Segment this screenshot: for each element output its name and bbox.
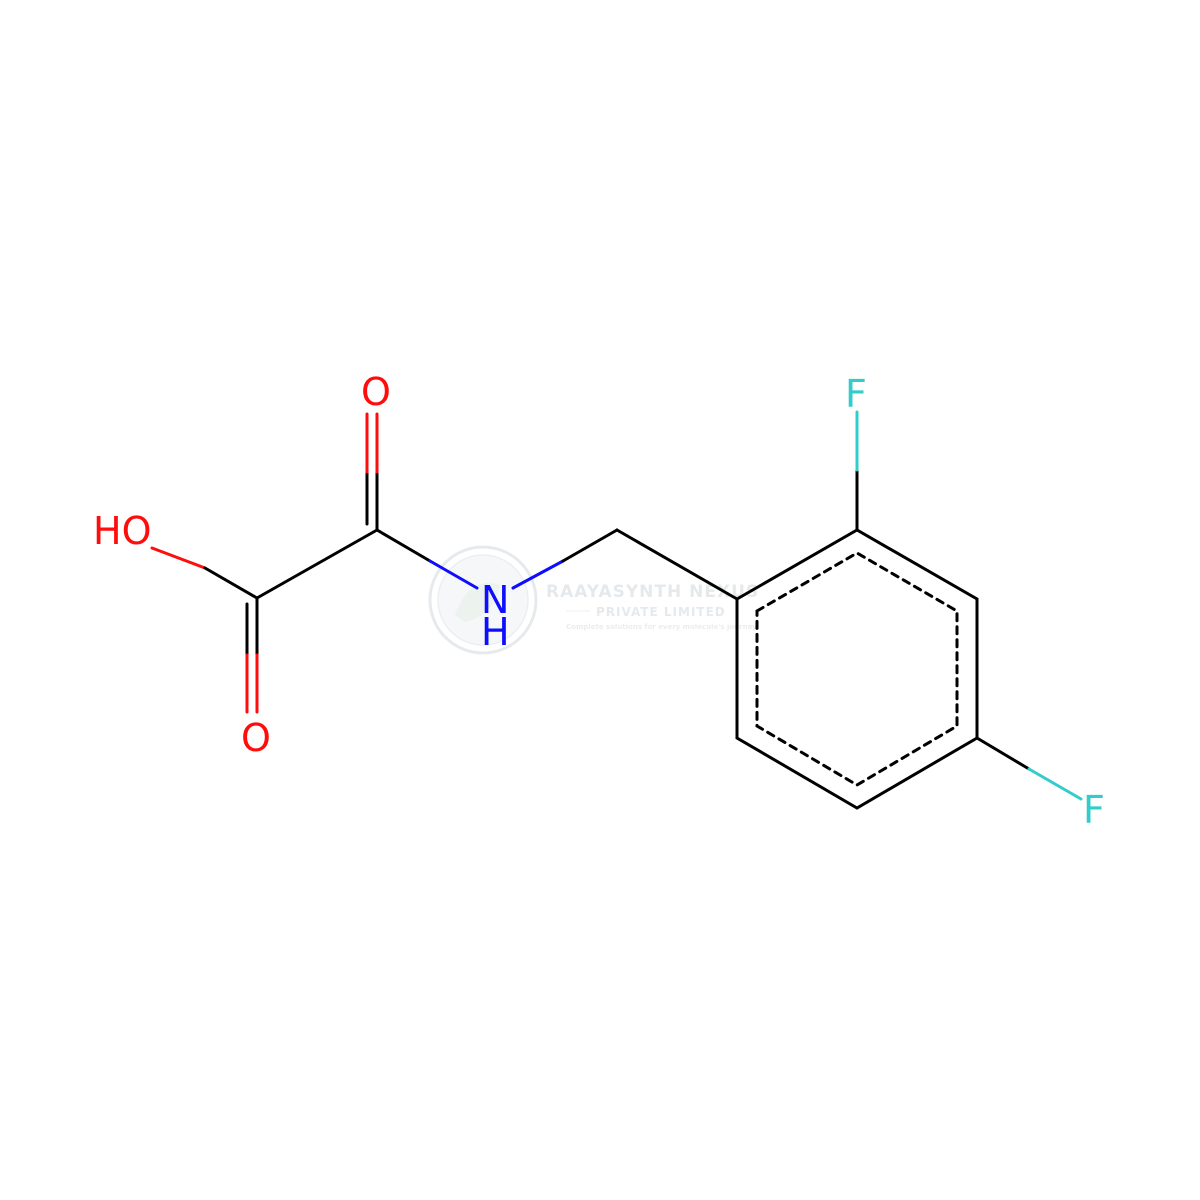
bond-c-f-right-cyan — [1027, 767, 1083, 801]
atom-nitrogen-hydrogen: H — [481, 610, 510, 654]
benzene-ring — [735, 528, 979, 810]
bond-n-ch2 — [561, 528, 619, 563]
bond-c-n-blue — [428, 559, 479, 590]
watermark-logo-outer — [428, 545, 538, 655]
atom-labels: HO O O N H F F — [93, 370, 1105, 832]
benzene-aromatic-circle — [755, 551, 959, 787]
watermark: RAAYASYNTH NEXUS PRIVATE LIMITED Complet… — [428, 545, 759, 655]
watermark-company: RAAYASYNTH NEXUS — [546, 582, 759, 602]
bond-ch2-ring — [615, 528, 739, 601]
bond-o-hydroxyl — [150, 546, 207, 570]
atom-hydroxyl: HO — [93, 509, 151, 553]
atom-oxygen-top: O — [361, 370, 391, 414]
bond-n-ch2-blue — [511, 559, 565, 590]
bond-c-n — [375, 528, 432, 563]
bond-c-c — [255, 528, 379, 600]
watermark-subtitle: PRIVATE LIMITED — [596, 605, 726, 619]
bonds — [150, 410, 1083, 810]
atom-fluorine-right: F — [1083, 788, 1105, 832]
atom-fluorine-top: F — [845, 372, 867, 416]
atom-nitrogen: N — [481, 578, 509, 622]
watermark-tagline: Complete solutions for every molecule's … — [566, 623, 757, 631]
bond-c-f-right — [975, 736, 1031, 771]
bond-c-hydroxyl — [203, 566, 259, 600]
watermark-leaf-icon — [455, 583, 500, 622]
atom-oxygen-bottom: O — [241, 716, 271, 760]
